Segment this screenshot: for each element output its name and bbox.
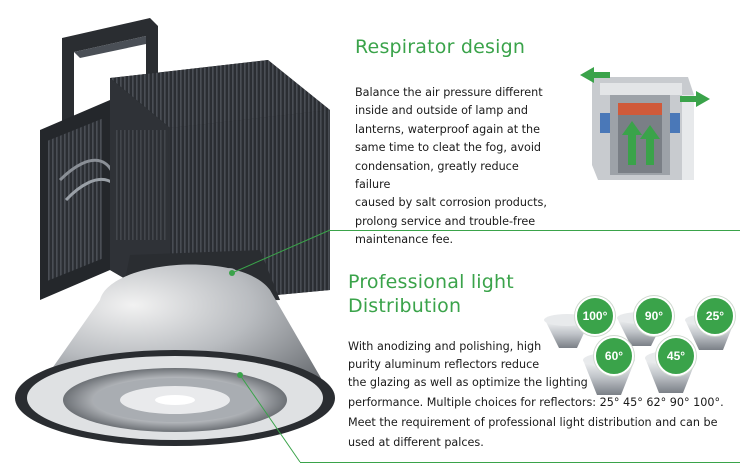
respirator-divider xyxy=(330,230,740,231)
respirator-description: Balance the air pressure different insid… xyxy=(355,84,555,250)
distribution-title: Professional light Distribution xyxy=(348,270,514,318)
distribution-line: used at different palces. xyxy=(348,436,484,449)
respirator-line: same time to cleat the fog, avoid xyxy=(355,141,542,155)
respirator-line: prolong service and trouble-free xyxy=(355,214,536,228)
respirator-line: Balance the air pressure different xyxy=(355,86,543,99)
respirator-valve-diagram xyxy=(580,67,710,180)
distribution-line: purity aluminum reflectors reduce xyxy=(348,358,540,371)
respirator-title: Respirator design xyxy=(355,36,526,58)
respirator-line: caused by salt corrosion products, xyxy=(355,196,547,210)
reflector-badge-25: 25° xyxy=(695,296,735,336)
reflector-badge-45: 45° xyxy=(656,336,696,376)
respirator-line: inside and outside of lamp and xyxy=(355,104,528,118)
distribution-line: the glazing as well as optimize the ligh… xyxy=(348,376,588,389)
respirator-line: condensation, greatly reduce failure xyxy=(355,159,519,192)
respirator-line: maintenance fee. xyxy=(355,233,454,247)
distribution-title-line: Professional light xyxy=(348,271,514,293)
reflector-badge-60: 60° xyxy=(594,336,634,376)
distribution-line: Meet the requirement of professional lig… xyxy=(348,416,718,429)
reflector-badge-100: 100° xyxy=(575,296,615,336)
distribution-line: With anodizing and polishing, high xyxy=(348,340,542,353)
distribution-line: performance. Multiple choices for reflec… xyxy=(348,396,724,409)
respirator-line: lanterns, waterproof again at the xyxy=(355,122,540,136)
distribution-title-line: Distribution xyxy=(348,295,462,317)
reflector-badge-90: 90° xyxy=(634,296,674,336)
distribution-divider xyxy=(300,462,740,463)
highbay-lamp-illustration xyxy=(15,18,335,446)
distribution-description: With anodizing and polishing, high purit… xyxy=(348,338,743,454)
